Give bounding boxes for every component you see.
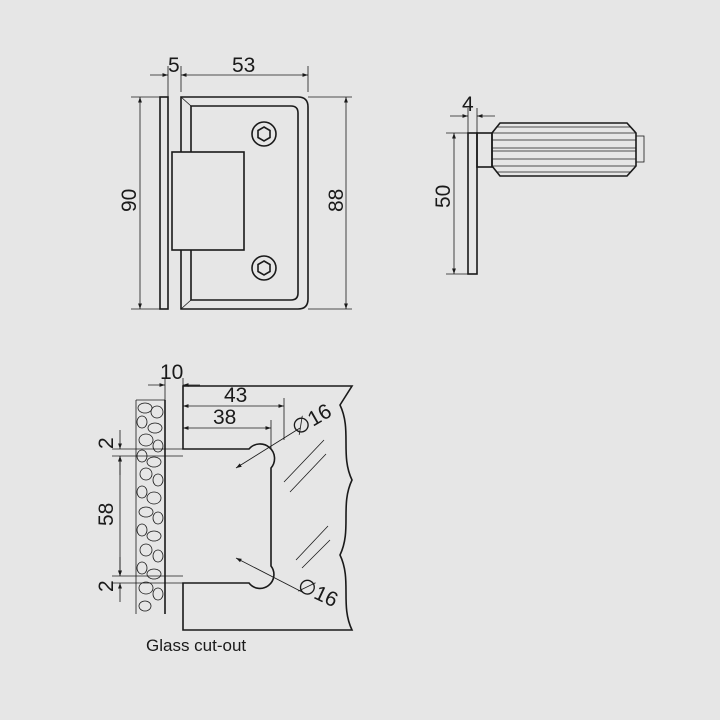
side-clamp xyxy=(491,122,637,177)
dim-plate-thickness: 5 xyxy=(168,54,180,77)
dim-body-height: 88 xyxy=(325,189,348,212)
wall-hatch xyxy=(135,399,165,614)
screw-bottom-icon xyxy=(251,255,277,281)
dim-body-width: 53 xyxy=(232,54,255,77)
dim-cutout-offset: 10 xyxy=(160,361,183,384)
cutout-caption: Glass cut-out xyxy=(146,636,246,655)
side-plate xyxy=(467,132,478,275)
hinge-body-outer xyxy=(180,96,309,310)
radius-top-label: ∅16 xyxy=(288,400,336,441)
wall-plate xyxy=(159,96,169,310)
hinge-body-inner xyxy=(190,105,299,301)
side-glass xyxy=(635,135,645,163)
side-view: 4 50 xyxy=(432,93,645,275)
dim-depth-outer: 43 xyxy=(224,384,247,407)
front-view: 5 53 90 88 xyxy=(118,54,352,310)
dim-gap-top: 2 xyxy=(95,437,118,449)
dim-side-plate-thickness: 4 xyxy=(462,93,474,116)
dim-side-height: 50 xyxy=(432,185,455,208)
screw-top-icon xyxy=(251,121,277,147)
dim-depth-inner: 38 xyxy=(213,406,236,429)
cutout-view: 10 43 38 2 58 2 ∅16 ∅16 Glass cut-out xyxy=(95,361,354,655)
hinge-knuckle xyxy=(171,151,245,251)
dim-cutout-height: 58 xyxy=(95,503,118,526)
radius-bottom-label: ∅16 xyxy=(294,574,341,612)
dim-plate-height: 90 xyxy=(118,189,141,212)
dim-gap-bottom: 2 xyxy=(95,580,118,592)
glass-panel xyxy=(182,385,354,631)
